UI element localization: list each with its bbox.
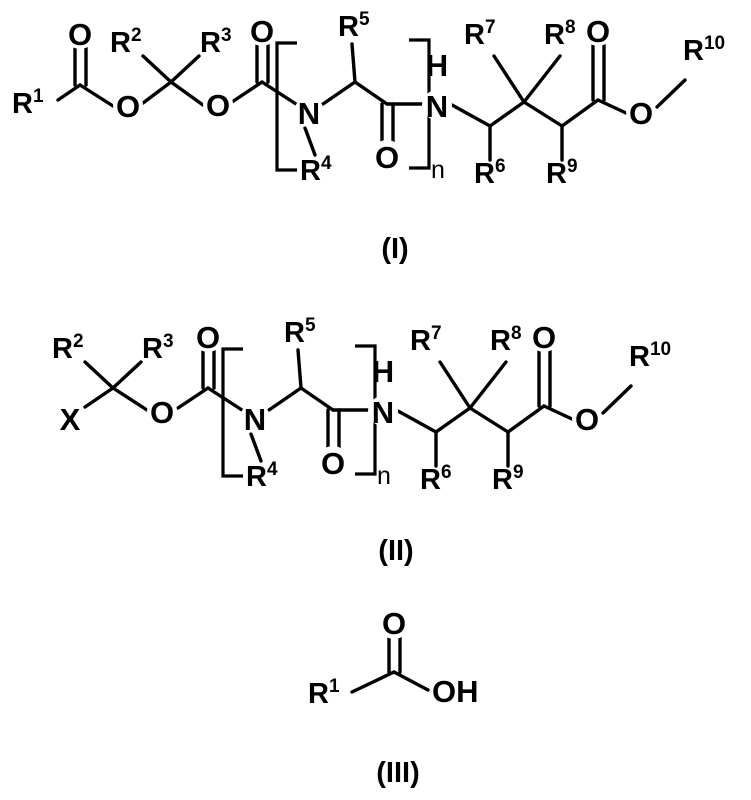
oxygen-label: O	[375, 140, 399, 175]
rgroup-r6: R6	[420, 462, 452, 496]
formula-3-atom-labels: O OH	[378, 606, 479, 709]
oxygen-label: O	[196, 320, 220, 355]
formula-label-1: (I)	[381, 233, 408, 265]
oxygen-label: O	[575, 402, 599, 437]
rgroup-r2: R2	[110, 25, 142, 59]
nitrogen-label: N	[372, 395, 394, 430]
rgroup-r5: R5	[338, 9, 370, 43]
rgroup-r8: R8	[490, 323, 522, 357]
repeat-subscript-n: n	[431, 156, 445, 184]
oxygen-label: O	[250, 14, 274, 49]
rgroup-r4: R4	[246, 459, 278, 493]
rgroup-r1: R1	[12, 86, 44, 120]
nitrogen-label: N	[426, 89, 448, 124]
formula-1-repeat-bracket-left	[275, 41, 297, 172]
hydrogen-label: H	[426, 48, 448, 83]
oxygen-label: O	[150, 395, 174, 430]
rgroup-r4: R4	[300, 153, 332, 187]
rgroup-r10: R10	[683, 33, 725, 67]
oxygen-label: O	[206, 88, 230, 123]
oxygen-label: O	[321, 446, 345, 481]
rgroup-r9: R9	[546, 156, 578, 190]
rgroup-r10: R10	[629, 339, 671, 373]
formula-2-repeat-bracket-left	[221, 347, 243, 478]
formula-2-bonds	[83, 348, 633, 468]
rgroup-r7: R7	[410, 323, 442, 357]
formula-1-atom-labels: O O O O N O H N O O n	[64, 14, 656, 184]
oxygen-label: O	[68, 17, 92, 52]
halide-x-label: X	[60, 402, 81, 437]
rgroup-r9: R9	[492, 462, 524, 496]
formula-3-rgroup-labels: R1	[308, 676, 340, 710]
repeat-subscript-n: n	[377, 462, 391, 490]
formula-1-rgroup-labels: R1 R2 R3 R4 R5 R6 R7 R8 R9 R10	[12, 9, 725, 190]
formula-label-3: (III)	[376, 757, 420, 789]
rgroup-r8: R8	[544, 17, 576, 51]
oxygen-label: O	[382, 606, 406, 641]
oxygen-label: O	[629, 96, 653, 131]
rgroup-r6: R6	[474, 156, 506, 190]
rgroup-r7: R7	[464, 17, 496, 51]
oxygen-label: O	[116, 89, 140, 124]
hydrogen-label: H	[372, 354, 394, 389]
hydroxyl-label: OH	[432, 674, 479, 709]
nitrogen-label: N	[244, 402, 266, 437]
oxygen-label: O	[586, 14, 610, 49]
rgroup-r1: R1	[308, 676, 340, 710]
formula-label-2: (II)	[378, 535, 413, 567]
oxygen-label: O	[532, 320, 556, 355]
formula-2-rgroup-labels: R2 R3 R4 R5 R6 R7 R8 R9 R10	[52, 315, 671, 496]
rgroup-r3: R3	[200, 25, 232, 59]
nitrogen-label: N	[298, 96, 320, 131]
rgroup-r2: R2	[52, 331, 84, 365]
rgroup-r3: R3	[142, 331, 174, 365]
rgroup-r5: R5	[284, 315, 316, 349]
formula-1-bonds	[56, 42, 687, 162]
formula-2-atom-labels: X O O N O H N O O n	[55, 320, 602, 490]
formula-3-bonds	[350, 634, 430, 694]
